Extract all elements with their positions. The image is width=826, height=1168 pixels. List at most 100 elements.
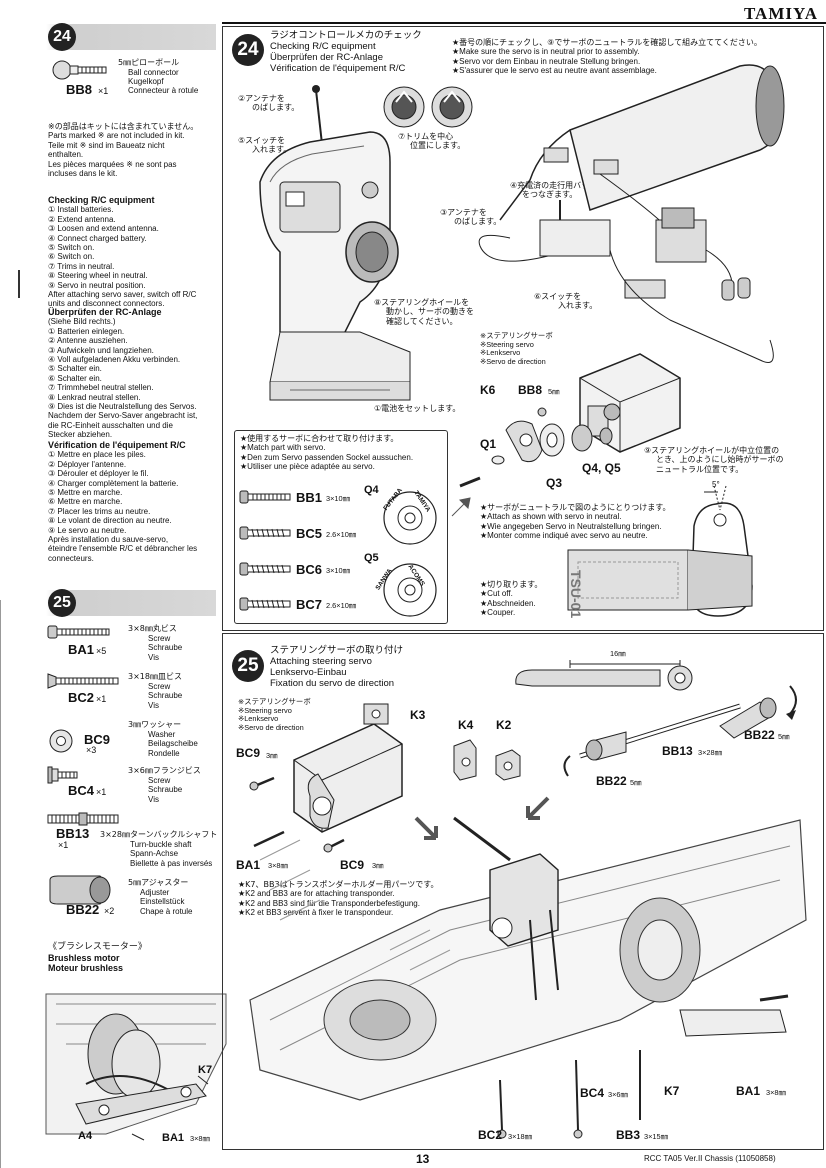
adjuster-bb22-icon (49, 875, 111, 905)
panel25-number: 25 (232, 650, 264, 682)
bc9-label: BC9 (236, 746, 261, 760)
q1-label: Q1 (480, 437, 497, 451)
k4-k2-mounts-illustration (453, 739, 521, 781)
brushless-motor-illustration (45, 993, 227, 1141)
callout-antenna-3: ③アンテナをのばします。 (440, 208, 502, 227)
bc2-label: BC2 (478, 1128, 503, 1142)
callout-batteries-1: ①電池をセットします。 (374, 404, 461, 413)
attach-arrow-icon (451, 497, 471, 517)
turnbuckle-bb13-icon (47, 812, 119, 826)
bb8-desc-fr: Connecteur à rotule (128, 86, 199, 95)
bb22a-size-label: 5㎜ (778, 732, 790, 741)
battery-receiver-illustration (478, 64, 785, 363)
screw-bc6-icon (239, 562, 291, 576)
ba1b-size-label: 3×8㎜ (766, 1088, 786, 1097)
bb3-size-label: 3×15㎜ (644, 1132, 669, 1141)
brushless-ba1-size: 3×8㎜ (190, 1134, 210, 1143)
screw-ba1-icon (47, 625, 110, 639)
q4-horn-icon (383, 491, 437, 545)
not-included-note: ※の部品はキットには含まれていません。 Parts marked ※ are n… (48, 122, 199, 179)
trim-knobs-illustration (383, 86, 473, 128)
callout-neutral-9: ⑨ステアリングホイールが中立位置のとき、上のようにし始時がサーボのニュートラル位… (644, 446, 784, 474)
ba1-size-label: 3×8㎜ (268, 861, 288, 870)
callout-switch-6: ⑥スイッチを入れます。 (534, 292, 598, 311)
panel24-notes: ★番号の順にチェックし、⑨でサーボのニュートラルを確認して組み立ててください。 … (452, 38, 762, 76)
brushless-k7-label: K7 (198, 1064, 213, 1076)
checking-fr: Vérification de l'équipement R/C ① Mettr… (48, 440, 198, 563)
callout-wheel-8: ⑧ステアリングホイールを動かし、サーボの動きを確認してください。 (374, 298, 474, 326)
bb13-qty: ×1 (58, 840, 69, 850)
screw-bb1-icon (239, 490, 291, 504)
screw-bc7-icon (239, 597, 291, 611)
k6-label: K6 (480, 383, 496, 397)
step24-number: 24 (48, 23, 76, 51)
attach-notes: ★サーボがニュートラルで図のようにとりつけます。 ★Attach as show… (480, 503, 671, 541)
ba1-desc-ja: 3×8㎜丸ビス (128, 624, 177, 633)
brushless-a4-label: A4 (78, 1130, 93, 1142)
servo-mount-illustration (249, 703, 403, 853)
bc9-desc-ja: 3㎜ワッシャー (128, 720, 182, 729)
bc2-size-label: 3×18㎜ (508, 1132, 533, 1141)
bb8-label: BB8 (518, 383, 543, 397)
left-margin-tick (18, 270, 20, 298)
bb22b-label: BB22 (596, 774, 627, 788)
left-margin-line (0, 600, 1, 1168)
brushless-title: 《ブラシレスモーター》 Brushless motor Moteur brush… (48, 942, 147, 974)
callout-battery-4: ④充電済の走行用バッテリーをつなぎます。 (510, 181, 614, 200)
bb8-size-label: 5㎜ (548, 387, 560, 396)
bc9b-label: BC9 (340, 858, 365, 872)
five-degree-label: 5° (712, 480, 720, 489)
bc5-code: BC5 (296, 526, 323, 541)
bb8-qty: ×1 (98, 86, 109, 96)
transponder-notes: ★K7、BB3はトランスポンダーホルダー用パーツです。 ★K2 and BB3 … (238, 880, 439, 918)
screw-bc4-icon (47, 766, 78, 784)
bb8-desc-de: Kugelkopf (128, 77, 164, 86)
checking-de: Überprüfen der RC-Anlage (Siehe Bild rec… (48, 307, 198, 440)
chassis-illustration (249, 816, 807, 1139)
screw-bc5-icon (239, 526, 291, 540)
q5-label: Q5 (364, 552, 379, 564)
panel24-title: ラジオコントロールメカのチェック Checking R/C equipment … (270, 30, 422, 74)
callout-trim-7: ⑦トリムを中心位置にします。 (398, 132, 466, 151)
bc9b-size-label: 3㎜ (372, 861, 384, 870)
brand-logo: TAMIYA (743, 4, 818, 23)
washer-bc9-icon (49, 729, 73, 753)
bb1-code: BB1 (296, 490, 323, 505)
bb13-desc-ja: 3×28㎜ターンバックルシャフト (100, 830, 218, 839)
ba1-code: BA1 (68, 642, 95, 657)
panel25-title: ステアリングサーボの取り付け Attaching steering servo … (270, 645, 404, 689)
doc-reference: RCC TA05 Ver.II Chassis (11050858) (644, 1154, 776, 1163)
bc7-code: BC7 (296, 597, 323, 612)
bc6-code: BC6 (296, 562, 323, 577)
bc7-size: 2.6×10㎜ (326, 601, 357, 610)
match-servo-notes: ★使用するサーボに合わせて取り付けます。 ★Match part with se… (240, 434, 414, 472)
step25-number: 25 (48, 589, 76, 617)
brushless-ba1-label: BA1 (162, 1132, 185, 1144)
bb8-desc-ja: 5㎜ピローボール (118, 58, 180, 67)
bb22b-size-label: 5㎜ (630, 778, 642, 787)
cut-off-notes: ★切り取ります。 ★Cut off. ★Abschneiden. ★Couper… (480, 580, 543, 618)
header-rule (222, 22, 826, 24)
page-number: 13 (416, 1152, 430, 1166)
insert-arrow-right-icon (526, 796, 550, 820)
panel24-number: 24 (232, 34, 264, 66)
ba1-qty: ×5 (96, 646, 107, 656)
bc9-size-label: 3㎜ (266, 751, 278, 760)
q4-label: Q4 (364, 484, 379, 496)
tsu01-sticker-text: TSU-01 (568, 570, 584, 619)
servo-horn-options-box (234, 430, 448, 624)
bb13-label: BB13 (662, 744, 693, 758)
ba1b-label: BA1 (736, 1084, 761, 1098)
q3-label: Q3 (546, 476, 563, 490)
bb22a-label: BB22 (744, 728, 775, 742)
bb3-label: BB3 (616, 1128, 641, 1142)
k7-label: K7 (664, 1084, 680, 1098)
turnbuckle-assembly-illustration (515, 660, 797, 777)
servo-horn-neutral-illustration (567, 485, 753, 617)
dim-16mm-label: 16㎜ (610, 649, 626, 658)
